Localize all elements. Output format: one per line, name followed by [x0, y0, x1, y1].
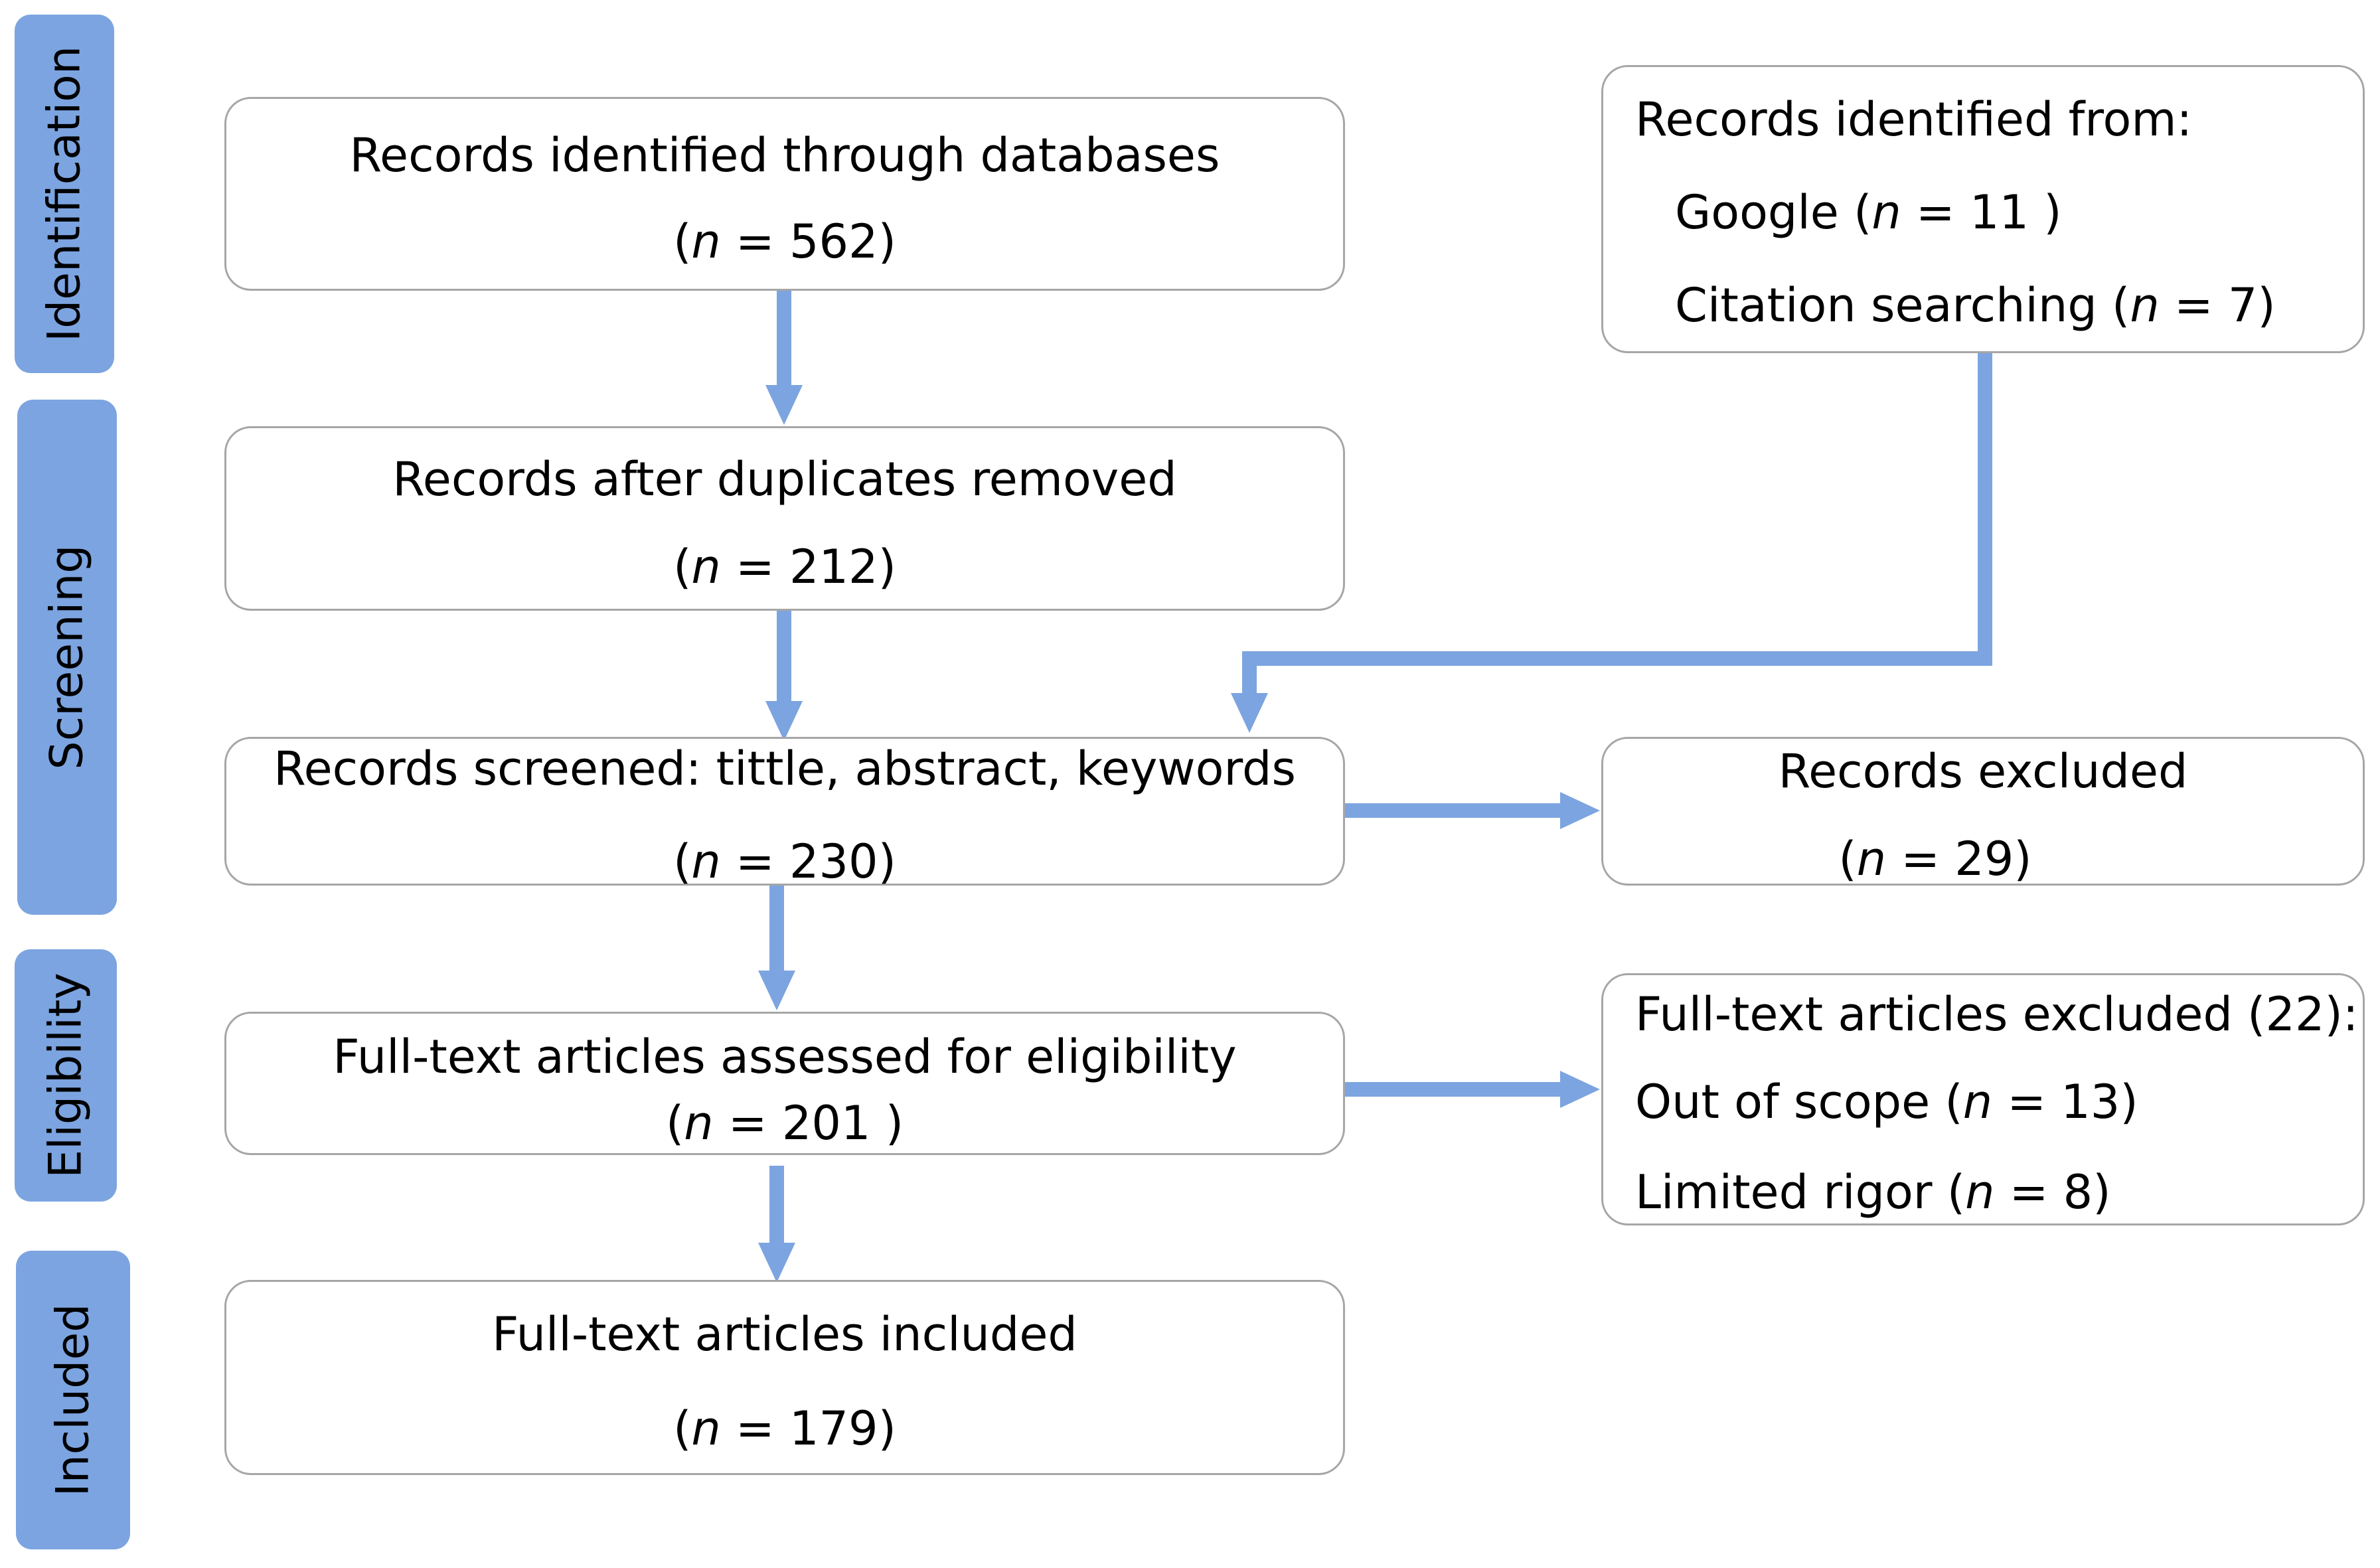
arrowhead [765, 385, 803, 425]
box-databases: Records identified through databases (n … [224, 97, 1345, 291]
box-fulltext-excluded: Full-text articles excluded (22): Out of… [1601, 973, 2365, 1225]
box-screened: Records screened: tittle, abstract, keyw… [224, 737, 1345, 886]
phase-eligibility: Eligibility [15, 949, 117, 1202]
box-other-sources: Records identified from: Google (n = 11 … [1601, 65, 2365, 353]
arrowhead [758, 1243, 795, 1283]
excluded-count: (n = 29) [1838, 832, 2032, 886]
arrowhead [1231, 693, 1268, 733]
eligibility-title: Full-text articles assessed for eligibil… [333, 1030, 1237, 1084]
screened-title: Records screened: tittle, abstract, keyw… [274, 742, 1296, 796]
google-count-line: Google (n = 11 ) [1675, 185, 2062, 240]
included-count: (n = 179) [673, 1401, 896, 1456]
out-of-scope-line: Out of scope (n = 13) [1635, 1075, 2138, 1129]
arrow-other-sources-to-screened [1242, 353, 1992, 697]
databases-count: (n = 562) [673, 214, 896, 269]
phase-screening: Screening [17, 400, 117, 915]
arrowhead [1560, 792, 1600, 829]
box-duplicates-removed: Records after duplicates removed (n = 21… [224, 426, 1345, 611]
citation-count-line: Citation searching (n = 7) [1675, 278, 2276, 333]
duplicates-removed-title: Records after duplicates removed [392, 452, 1177, 507]
arrowhead [1560, 1071, 1600, 1108]
box-included: Full-text articles included (n = 179) [224, 1280, 1345, 1475]
screened-count: (n = 230) [673, 834, 896, 889]
databases-title: Records identified through databases [349, 128, 1220, 183]
included-title: Full-text articles included [492, 1307, 1077, 1362]
other-sources-title: Records identified from: [1635, 92, 2193, 147]
duplicates-removed-count: (n = 212) [673, 540, 896, 594]
excluded-title: Records excluded [1778, 744, 2188, 799]
fulltext-excluded-title: Full-text articles excluded (22): [1635, 987, 2359, 1042]
phase-identification: Identification [15, 15, 114, 373]
phase-included: Included [16, 1251, 130, 1549]
box-excluded: Records excluded (n = 29) [1601, 737, 2365, 886]
eligibility-count: (n = 201 ) [665, 1096, 904, 1150]
limited-rigor-line: Limited rigor (n = 8) [1635, 1165, 2111, 1219]
box-eligibility: Full-text articles assessed for eligibil… [224, 1012, 1345, 1155]
arrowhead [765, 701, 803, 741]
arrowhead [758, 971, 795, 1010]
